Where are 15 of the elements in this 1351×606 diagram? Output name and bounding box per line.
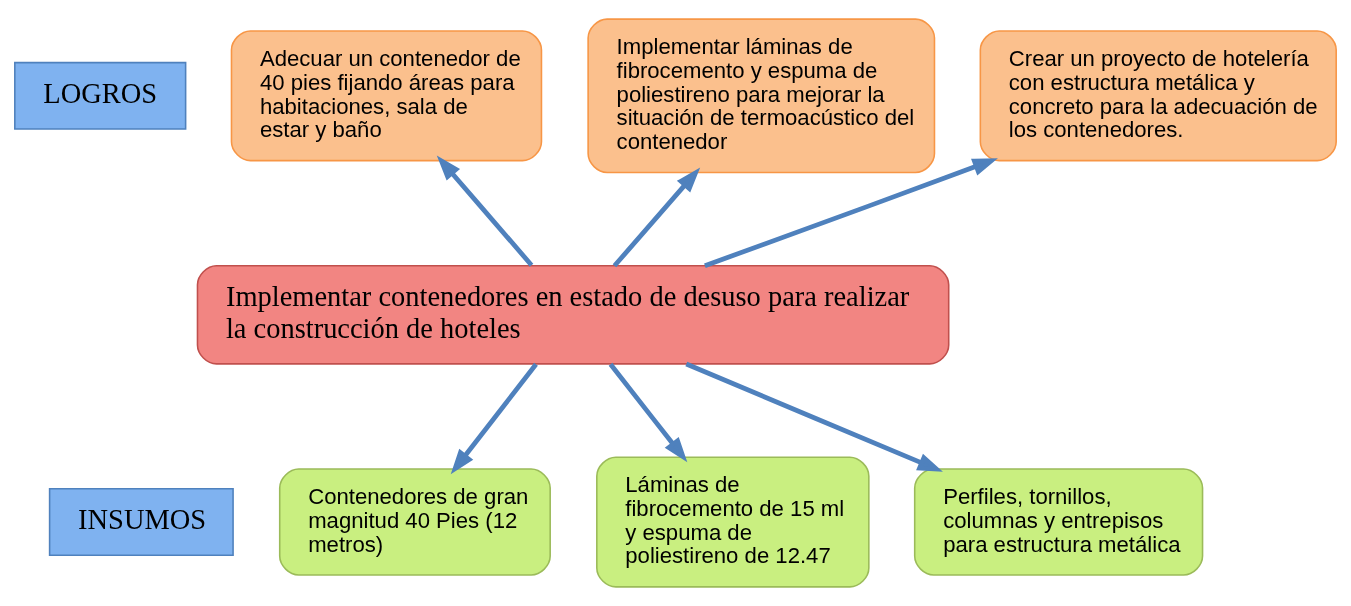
node-box: Perfiles, tornillos, columnas y entrepisos para estructura metálica <box>913 468 1204 576</box>
node-box: INSUMOS <box>48 488 234 557</box>
node-box: LOGROS <box>14 61 187 130</box>
arrow <box>704 158 998 268</box>
arrow <box>685 361 943 472</box>
arrow <box>612 167 701 268</box>
arrow <box>436 155 534 267</box>
node-box: Adecuar un contenedor de 40 pies fijando áreas para habitaciones, sala de estar y baño <box>230 30 543 162</box>
node-box: Láminas de fibrocemento de 15 ml y espuma de poliestireno de 12.47 <box>596 456 870 588</box>
node-box: Crear un proyecto de hotelería con estructura metálica y concreto para la adecuación de los contenedores. <box>979 30 1337 162</box>
node-box: Contenedores de gran magnitud 40 Pies (12 metros) <box>278 468 551 576</box>
node-box: Implementar contenedores en estado de desuso para realizar la construcción de hoteles <box>196 265 950 365</box>
arrow <box>608 362 688 463</box>
node-box: Implementar láminas de fibrocemento y espuma de poliestireno para mejorar la situación de termoacústico del contenedor <box>587 18 936 174</box>
arrow <box>450 362 538 475</box>
